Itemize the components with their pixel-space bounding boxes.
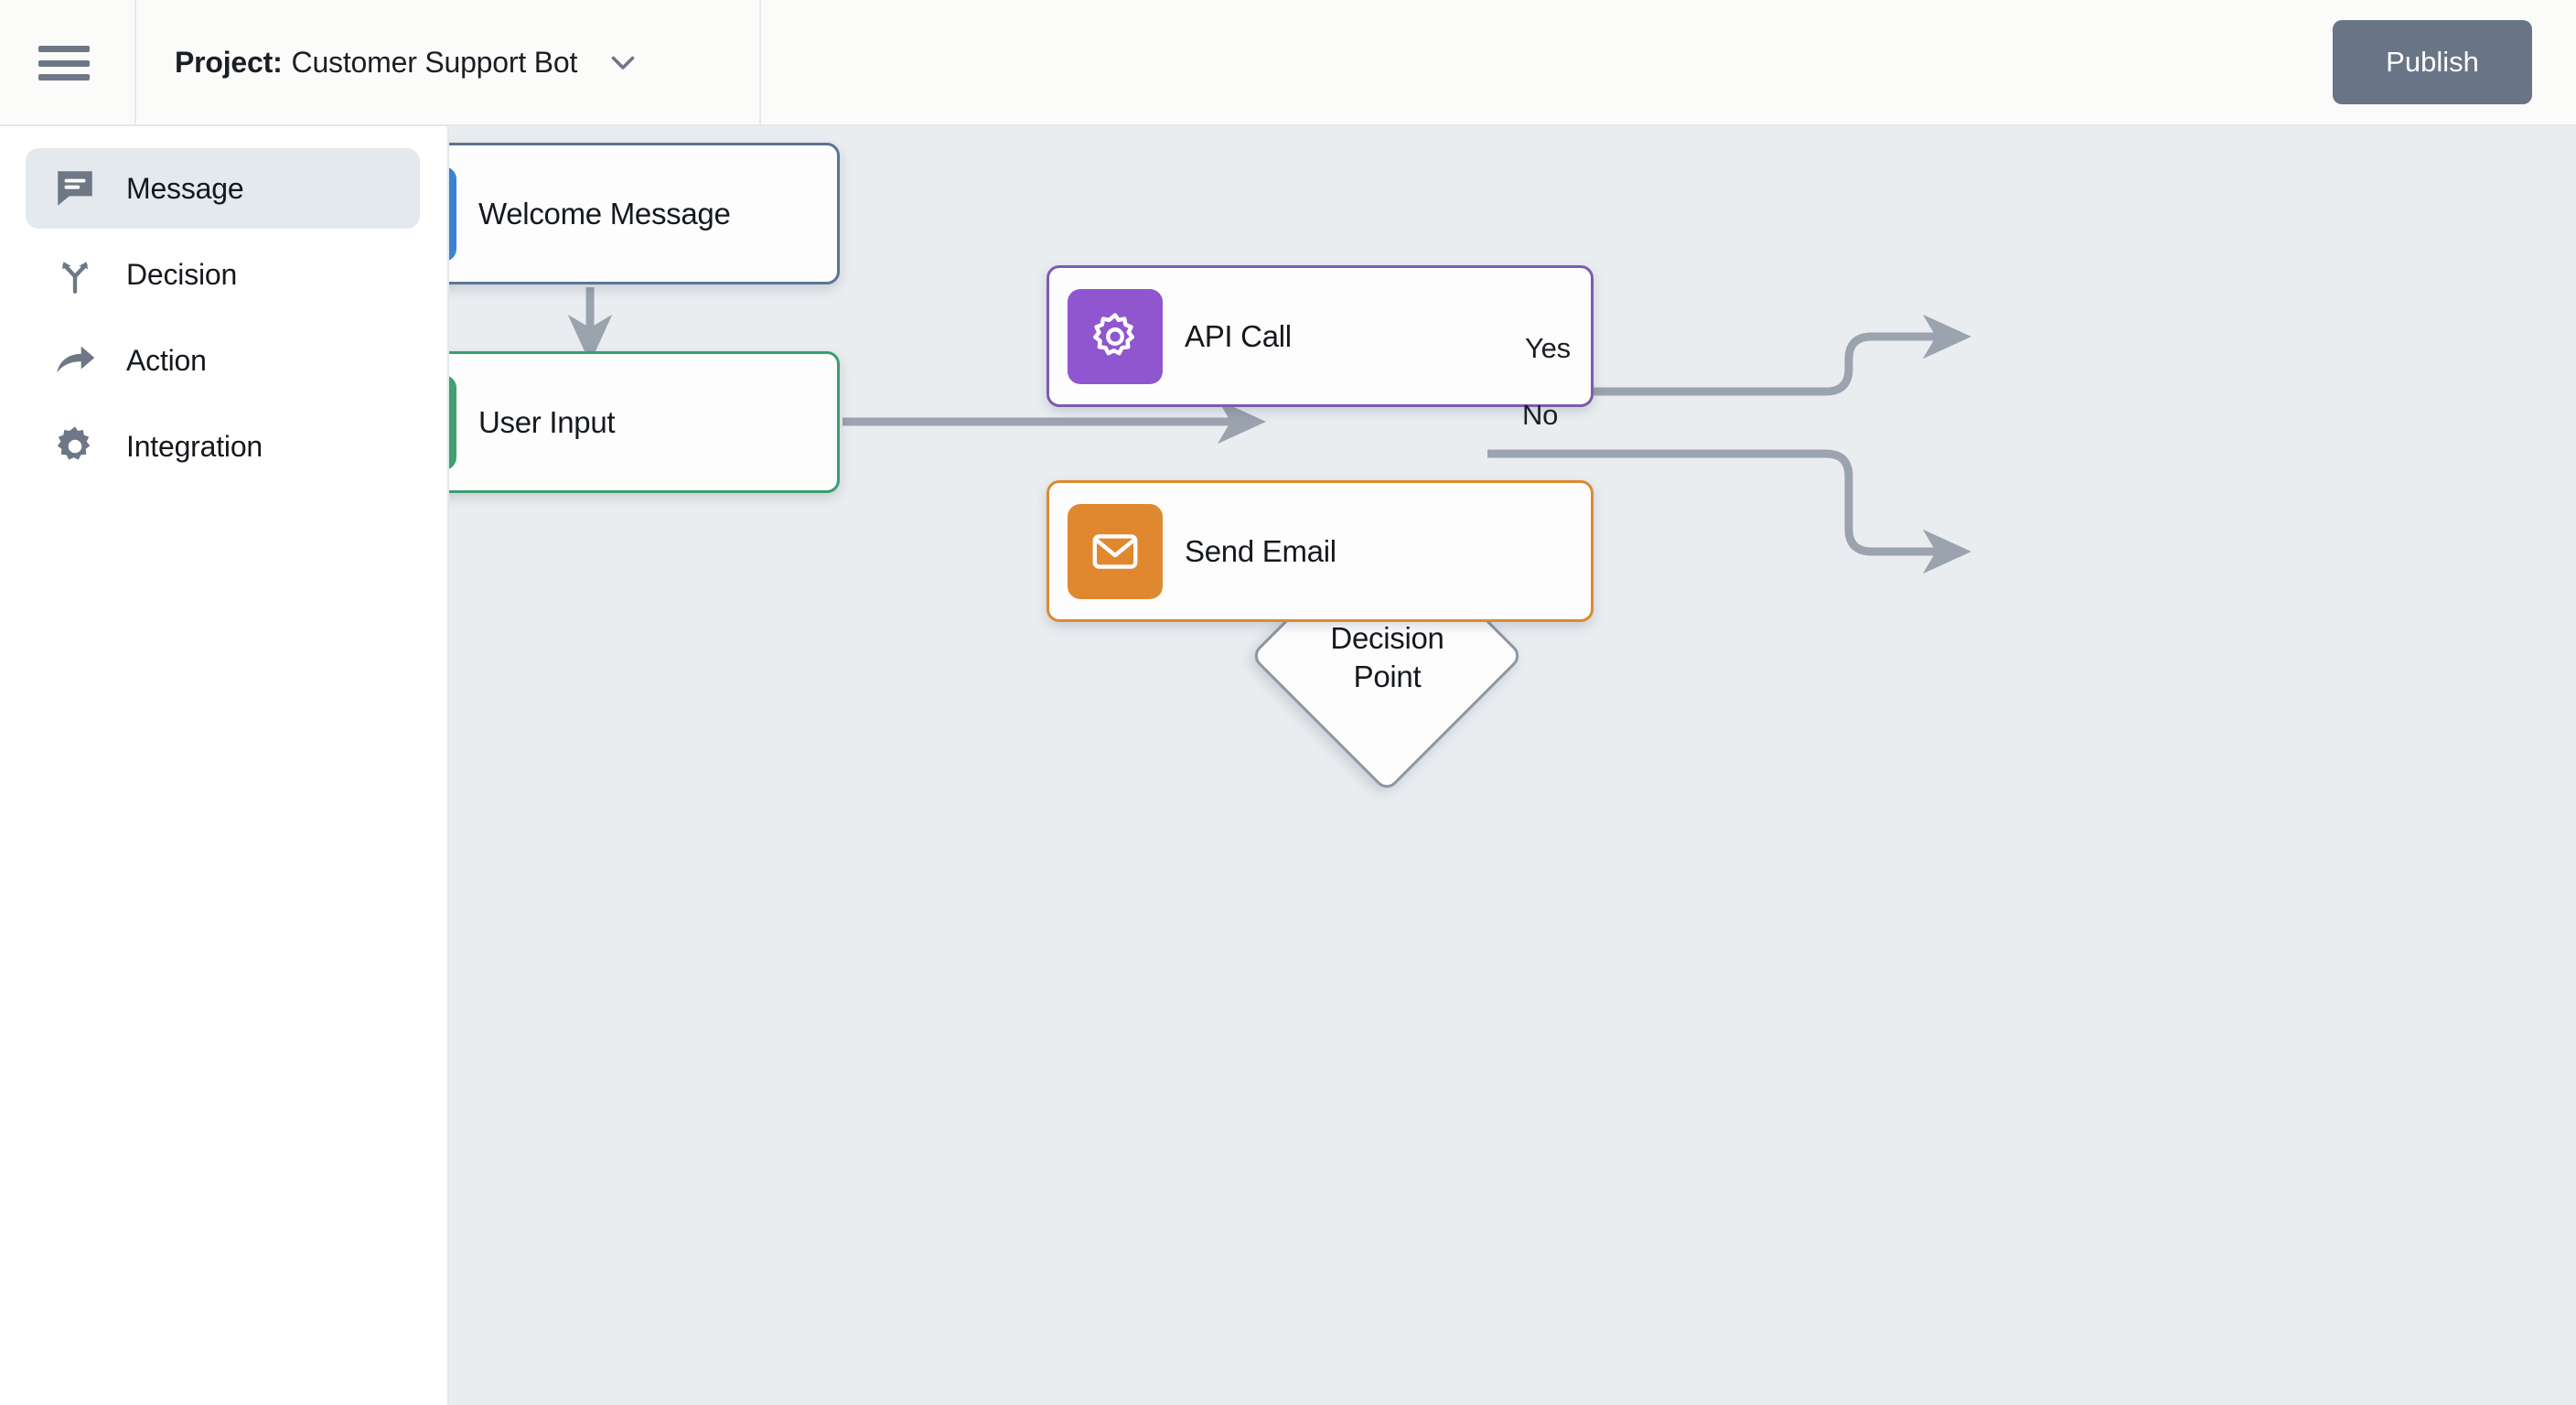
hamburger-bar [38, 74, 90, 80]
sidebar: Message Decision Action [0, 126, 449, 1405]
sidebar-item-label: Message [126, 171, 244, 205]
node-label: API Call [1185, 318, 1292, 353]
edge-label-no: No [1522, 399, 1559, 431]
sidebar-item-integration[interactable]: Integration [26, 406, 420, 487]
project-name: Customer Support Bot [291, 45, 578, 79]
app-header: Project: Customer Support Bot Publish [0, 0, 2576, 126]
envelope-icon [1068, 503, 1163, 599]
chevron-down-icon [606, 46, 639, 79]
node-label: User Input [478, 404, 616, 439]
sidebar-item-action[interactable]: Action [26, 320, 420, 401]
node-welcome-message[interactable]: Welcome Message [449, 143, 840, 284]
node-api-call[interactable]: API Call [1046, 265, 1594, 407]
project-selector[interactable]: Project: Customer Support Bot [134, 0, 761, 124]
gear-icon [49, 421, 101, 472]
text-lines-icon [449, 166, 456, 262]
publish-button[interactable]: Publish [2333, 20, 2532, 104]
edge-layer [567, 287, 1971, 574]
node-send-email[interactable]: Send Email [1046, 480, 1594, 622]
edge-decision-to-apicall [1487, 314, 1971, 396]
sidebar-item-label: Integration [126, 429, 263, 463]
hamburger-icon[interactable] [38, 40, 90, 86]
sidebar-item-decision[interactable]: Decision [26, 234, 420, 315]
hamburger-bar [38, 59, 90, 67]
node-user-input[interactable]: User Input [449, 351, 840, 493]
node-label: Welcome Message [478, 196, 731, 231]
node-label: Send Email [1185, 533, 1336, 568]
branch-icon [49, 249, 101, 300]
project-label: Project: [175, 45, 283, 79]
gear-icon [1068, 288, 1163, 384]
sidebar-item-label: Decision [126, 257, 238, 291]
edge-decision-to-sendmail [1487, 449, 1971, 574]
sidebar-item-label: Action [126, 343, 207, 377]
edge-label-yes: Yes [1525, 332, 1571, 364]
arrow-curve-icon [49, 335, 101, 386]
question-circle-icon [449, 374, 456, 470]
sidebar-item-message[interactable]: Message [26, 148, 420, 229]
flow-canvas[interactable]: Welcome Message User Input [449, 126, 2576, 1405]
message-icon [49, 163, 101, 214]
hamburger-bar [38, 46, 90, 52]
